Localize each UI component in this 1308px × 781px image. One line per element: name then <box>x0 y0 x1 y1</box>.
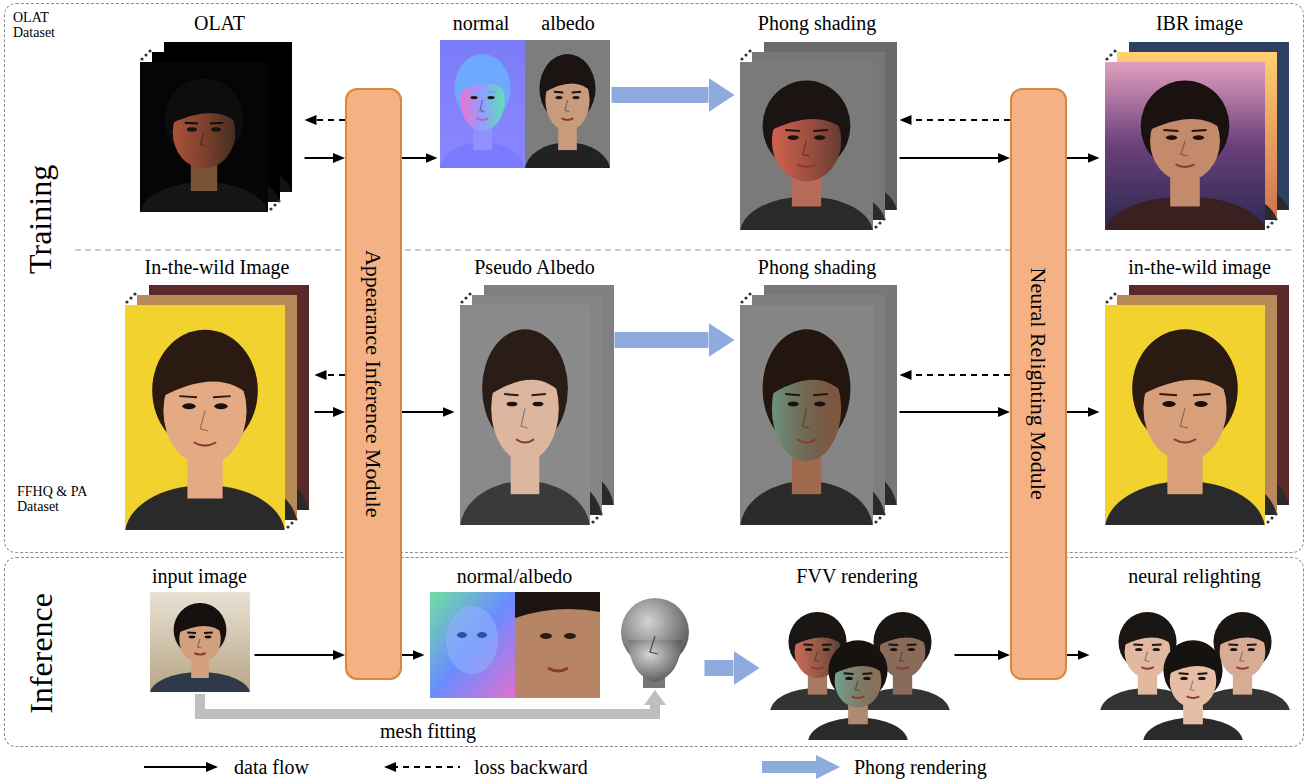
caption: FVV rendering <box>796 565 917 588</box>
image-group: albedo <box>525 12 612 35</box>
legend-sample <box>206 762 218 772</box>
caption: normal <box>453 12 510 35</box>
image-group: Phong shading <box>735 256 900 279</box>
image-group: normal <box>438 12 525 35</box>
module-box: Appearance Inference Module <box>347 90 400 678</box>
legend-label: loss backward <box>474 756 588 779</box>
caption: albedo <box>541 12 594 35</box>
legend-label: Phong rendering <box>854 756 987 779</box>
legend-label: data flow <box>234 756 309 779</box>
legend-item: data flow <box>140 754 309 780</box>
legend-sample <box>384 762 396 772</box>
image-group: IBR image <box>1100 12 1300 35</box>
legend-item: loss backward <box>380 754 588 780</box>
legend-sample <box>816 755 840 779</box>
caption: Pseudo Albedo <box>474 256 595 279</box>
legend-sample <box>762 761 816 773</box>
image-group: input image <box>145 565 255 588</box>
legend-sample <box>140 754 222 780</box>
image-group: OLAT <box>135 12 305 230</box>
legend-sample <box>760 754 842 780</box>
caption: Phong shading <box>758 256 876 279</box>
module-box: Appearance Inference Module <box>345 88 402 680</box>
caption: normal/albedo <box>457 565 573 588</box>
image-group: Pseudo Albedo <box>455 256 615 535</box>
image-group: Phong shading <box>735 256 900 535</box>
legend-sample <box>380 754 462 780</box>
image-group: Phong shading <box>735 12 900 35</box>
stage-panel: Training <box>9 84 73 354</box>
image-group: IBR image <box>1100 12 1300 240</box>
stage-panel: FFHQ & PA Dataset <box>17 484 113 515</box>
caption: In-the-wild Image <box>145 256 290 279</box>
image-group: FVV rendering <box>760 565 955 588</box>
image-group: normal/albedo <box>425 565 705 700</box>
image-group: neural relighting <box>1090 565 1300 588</box>
stage-label: Inference <box>23 593 60 714</box>
module-box: Neural Relighting Module <box>1010 88 1067 680</box>
graphic: mesh fitting <box>380 720 476 743</box>
image-group: Pseudo Albedo <box>455 256 615 279</box>
annotation-label: mesh fitting <box>380 720 476 743</box>
caption: OLAT <box>194 12 245 35</box>
stage-label: Training <box>23 164 60 273</box>
caption: IBR image <box>1156 12 1243 35</box>
caption: neural relighting <box>1128 565 1261 588</box>
image-group: normal albedo <box>438 12 612 175</box>
module-label: Neural Relighting Module <box>1026 268 1051 500</box>
stage-panel: OLAT DatasetTrainingFFHQ & PA Dataset OLA… <box>4 3 1304 553</box>
image-group: input image <box>145 565 255 695</box>
image-group: In-the-wild Image <box>120 256 315 535</box>
dataset-label: FFHQ & PA Dataset <box>17 484 113 515</box>
module-box: Neural Relighting Module <box>1012 90 1065 678</box>
dataset-label: OLAT Dataset <box>13 10 75 41</box>
stage-panel: OLAT Dataset <box>13 10 75 41</box>
image-group: OLAT <box>135 12 305 35</box>
caption: Phong shading <box>758 12 876 35</box>
legend-sample <box>392 766 460 768</box>
image-group: in-the-wild image <box>1100 256 1300 279</box>
image-group: neural relighting <box>1090 565 1300 742</box>
caption: input image <box>152 565 247 588</box>
image-group: in-the-wild image <box>1100 256 1300 535</box>
legend-sample <box>144 766 210 768</box>
module-label: Appearance Inference Module <box>361 250 386 518</box>
legend-item: Phong rendering <box>760 754 987 780</box>
image-group: Phong shading <box>735 12 900 240</box>
image-group: FVV rendering <box>760 565 955 742</box>
stage-panel: Inference <box>9 568 73 738</box>
stage-panel: Inference input image normal/albedo FVV ren… <box>4 557 1304 747</box>
image-group: normal/albedo <box>425 565 605 588</box>
image-group: In-the-wild Image <box>120 256 315 279</box>
caption: in-the-wild image <box>1128 256 1271 279</box>
